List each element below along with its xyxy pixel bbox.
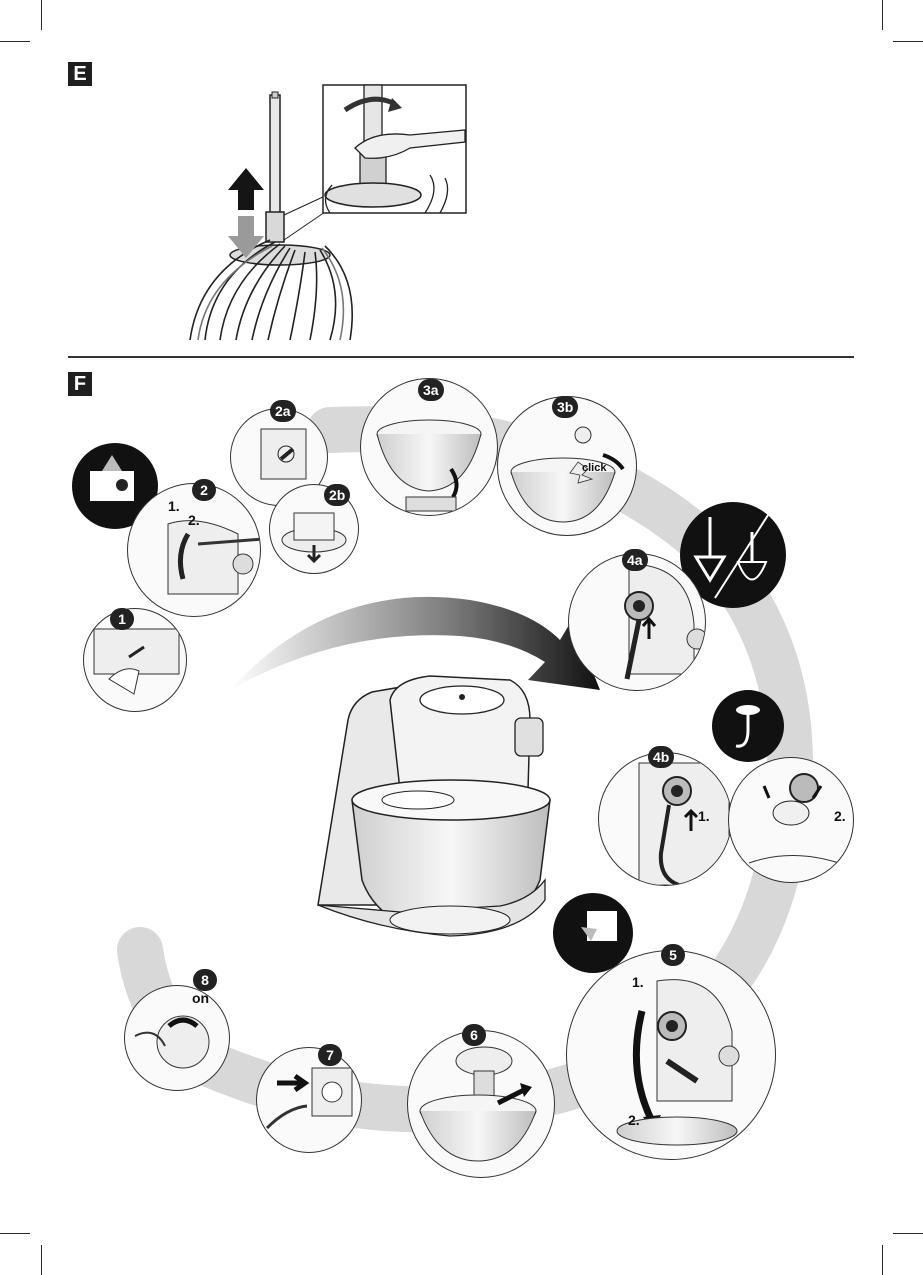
hint-circle-unlock-arm (72, 443, 158, 529)
crop-mark-bottom-left-h (0, 1233, 30, 1234)
step-circle-6 (407, 1030, 555, 1178)
step-circle-2b (269, 484, 359, 574)
section-divider (68, 356, 854, 358)
step-badge-5: 5 (661, 944, 685, 966)
step-badge-3b: 3b (552, 396, 579, 418)
step-badge-7: 7 (318, 1044, 342, 1066)
crop-mark-bottom-right-h (893, 1233, 923, 1234)
step-badge-2: 2 (192, 479, 216, 501)
step5-sub-label-2: 2. (628, 1112, 640, 1128)
whisk-assembly-figure (189, 84, 467, 341)
step-circle-4a (568, 553, 706, 691)
step-circle-3b (497, 396, 637, 536)
step4b-sub-label-2: 2. (834, 808, 846, 824)
crop-mark-bottom-left (41, 1245, 42, 1275)
step-badge-2a: 2a (270, 400, 296, 422)
crop-mark-top-left-h (0, 41, 30, 42)
click-label: click (582, 462, 607, 474)
step-circle-5 (566, 950, 776, 1160)
crop-mark-top-left (41, 0, 42, 30)
step-badge-3a: 3a (418, 379, 444, 401)
step-circle-2 (127, 483, 261, 617)
crop-mark-top-right-h (893, 41, 923, 42)
step-badge-6: 6 (462, 1024, 486, 1046)
step-circle-4b-2 (728, 757, 854, 883)
crop-mark-top-right (882, 0, 883, 30)
step4b-sub-label-1: 1. (698, 808, 710, 824)
step-badge-4a: 4a (622, 549, 648, 571)
step-badge-2b: 2b (324, 484, 351, 506)
step-circle-7 (256, 1047, 362, 1153)
section-f-label: F (68, 372, 92, 396)
hint-circle-lower-arm (553, 893, 633, 973)
step5-sub-label-1: 1. (632, 974, 644, 990)
on-label: on (192, 990, 210, 1006)
step-circle-3a (360, 378, 498, 516)
step-badge-8: 8 (193, 969, 217, 991)
step-badge-4b: 4b (648, 746, 675, 768)
hint-circle-dough-hook (712, 690, 784, 762)
step-badge-1: 1 (110, 608, 134, 630)
crop-mark-bottom-right (882, 1245, 883, 1275)
step-circle-4b-1 (598, 752, 732, 886)
step2-sub-label-2: 2. (188, 512, 200, 528)
section-e-label: E (68, 62, 92, 86)
step-circle-8 (124, 985, 230, 1091)
step2-sub-label-1: 1. (168, 498, 180, 514)
step-circle-1 (83, 608, 187, 712)
